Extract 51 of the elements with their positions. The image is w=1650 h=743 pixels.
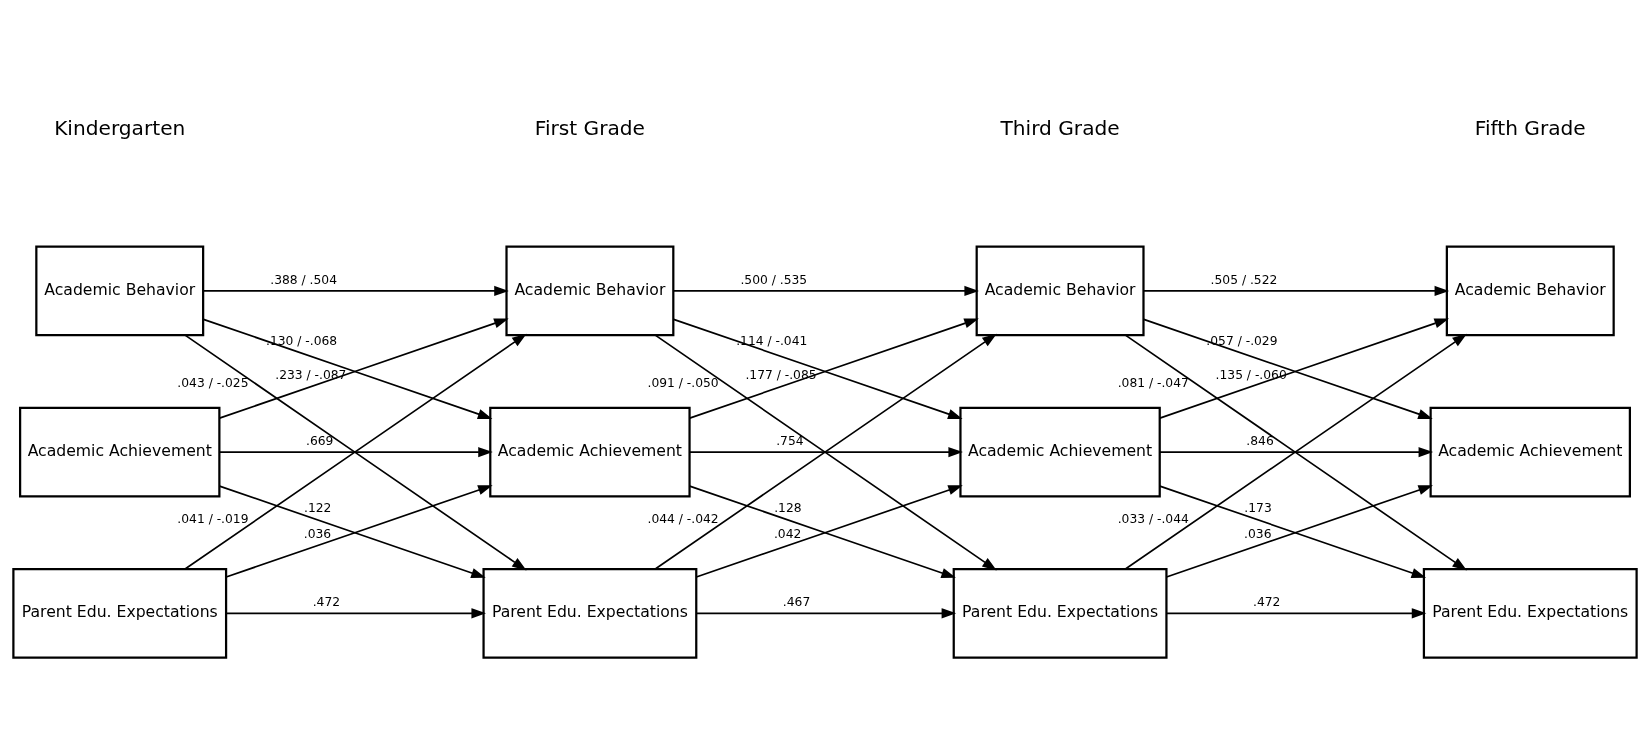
arrow (695, 608, 957, 619)
edge-label: .057 / -.029 (1206, 334, 1278, 349)
edge-label: .173 (1244, 500, 1272, 515)
edge-label: .472 (1253, 594, 1281, 609)
edge-label: .472 (312, 594, 341, 609)
edge-label: .042 (773, 526, 802, 541)
node-box: Parent Edu. Expectations (12, 567, 228, 659)
edge-label: .500 / .535 (740, 272, 808, 287)
edge-label: .033 / -.044 (1117, 512, 1189, 527)
node-box: Academic Behavior (505, 245, 675, 337)
edge-label: .130 / -.068 (266, 334, 338, 349)
edge-label: .036 (1244, 526, 1272, 541)
arrow (1142, 285, 1450, 296)
edge-label: .122 (304, 500, 332, 515)
arrow (225, 608, 486, 619)
node-box: Parent Edu. Expectations (952, 567, 1168, 659)
edge-label: .388 / .504 (270, 272, 337, 287)
edge-label: .846 (1246, 433, 1274, 448)
node-box: Academic Achievement (1429, 406, 1631, 498)
edge-label: .669 (306, 433, 334, 448)
edge-label: .505 / .522 (1210, 272, 1278, 287)
edge-label: .754 (776, 433, 804, 448)
node-box: Academic Achievement (19, 406, 221, 498)
edge-label: .036 (303, 526, 332, 541)
arrow (688, 447, 963, 458)
edge-label: .041 / -.019 (177, 512, 249, 527)
node-box: Academic Behavior (975, 245, 1145, 337)
label: Kindergarten (54, 115, 186, 140)
node-box: Parent Edu. Expectations (1422, 567, 1638, 659)
edge-label: .128 (774, 500, 802, 515)
edge-label: .044 / -.042 (647, 512, 719, 527)
arrow (218, 447, 493, 458)
node-box: Academic Behavior (1445, 245, 1615, 337)
edge-label: .177 / -.085 (745, 367, 817, 382)
arrow (1165, 608, 1427, 619)
arrow (202, 285, 509, 296)
node-box: Academic Achievement (959, 406, 1161, 498)
edge-label: .233 / -.087 (275, 367, 347, 382)
arrow (672, 285, 979, 296)
node-box: Academic Behavior (35, 245, 205, 337)
label: First Grade (534, 115, 646, 140)
label: Fifth Grade (1474, 115, 1586, 140)
node-box: Academic Achievement (489, 406, 691, 498)
edge-label: .114 / -.041 (736, 334, 808, 349)
edge-label: .467 (782, 594, 811, 609)
edge-label: .091 / -.050 (647, 376, 719, 391)
node-box: Parent Edu. Expectations (482, 567, 698, 659)
edge-label: .043 / -.025 (177, 376, 249, 391)
edge-label: .081 / -.047 (1117, 376, 1189, 391)
arrow (1159, 447, 1434, 458)
label: Third Grade (1000, 115, 1120, 140)
